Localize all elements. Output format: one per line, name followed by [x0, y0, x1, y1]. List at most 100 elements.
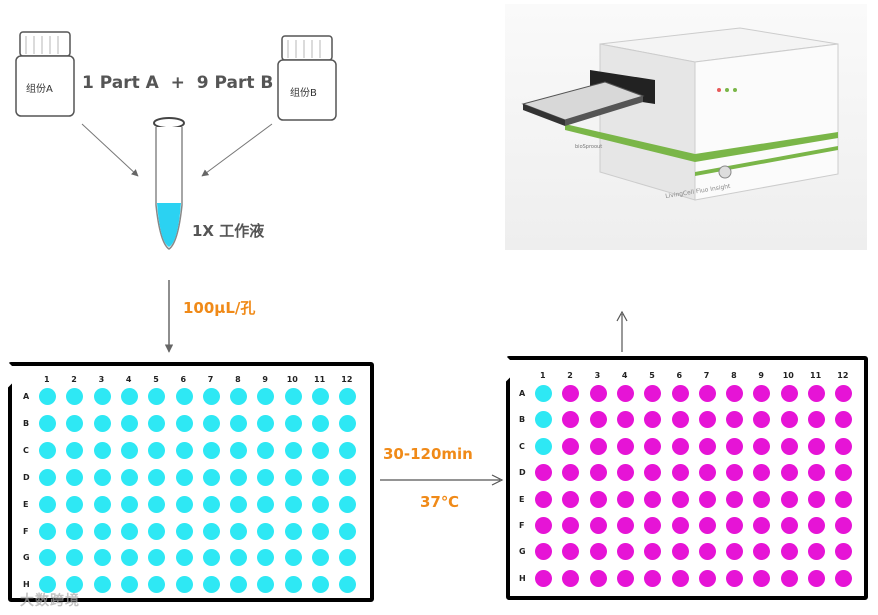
- plate-after-well-G5: [644, 543, 662, 561]
- plate-after-well-H11: [808, 569, 825, 587]
- plate-after-well-G8: [726, 543, 744, 561]
- plate-before-well-G4: [120, 549, 138, 567]
- plate-before-well-G8: [230, 549, 248, 567]
- plate-before-well-C1: [39, 441, 56, 459]
- plate-after-col-label: 7: [703, 371, 710, 380]
- plate-before-col-label: 7: [207, 375, 214, 384]
- plate-before-well-E6: [175, 495, 193, 513]
- plate-after-well-H7: [698, 569, 716, 587]
- plate-before-well-A1: [39, 388, 56, 405]
- component-a-bottle: [15, 31, 75, 117]
- plate-after-well-G2: [562, 543, 580, 561]
- plate-before-well-F2: [66, 522, 84, 540]
- plate-before-well-H3: [93, 576, 111, 594]
- plate-after-well-D3: [589, 464, 607, 482]
- plate-before-well-C3: [93, 441, 111, 459]
- plate-before-well-C10: [284, 441, 302, 459]
- plate-after-well-H1: [535, 569, 552, 587]
- plate-before-well-E2: [66, 495, 84, 513]
- plate-after-well-C4: [616, 437, 634, 455]
- plate-after-well-F1: [535, 517, 552, 534]
- plate-before-well-G11: [312, 549, 329, 567]
- plate-after-col-label: 11: [810, 371, 822, 380]
- plate-after-well-G11: [808, 543, 825, 561]
- plate-before-well-D11: [312, 468, 329, 486]
- plate-after-well-G10: [780, 543, 798, 561]
- plate-before-well-C9: [257, 441, 275, 459]
- plate-after-well-E11: [808, 490, 825, 508]
- plate-after-well-E5: [644, 490, 662, 508]
- plate-after-well-A7: [698, 385, 716, 402]
- plate-before-well-D5: [148, 468, 166, 486]
- plate-after-well-E10: [780, 490, 798, 508]
- plate-before-well-H8: [230, 576, 248, 594]
- plate-before-well-G2: [66, 549, 84, 567]
- plate-before-well-D12: [339, 468, 357, 486]
- plate-after-well-G4: [616, 543, 634, 561]
- plate-before-col-label: 8: [235, 375, 241, 384]
- plate-after-col-label: 6: [676, 371, 683, 380]
- plate-before-well-D1: [39, 468, 56, 486]
- plate-before-well-G9: [257, 549, 275, 567]
- plate-after-well-B12: [835, 411, 853, 429]
- plate-after-well-C5: [644, 437, 662, 455]
- plate-after-well-F7: [698, 517, 716, 534]
- plate-after-well-H6: [671, 569, 689, 587]
- plate-after-well-G7: [698, 543, 716, 561]
- plate-after-well-H5: [644, 569, 662, 587]
- plate-before-col-label: 6: [180, 375, 187, 384]
- plate-after-well-G3: [589, 543, 607, 561]
- plate-before-well-D3: [93, 468, 111, 486]
- plate-after-col-label: 1: [540, 371, 546, 380]
- plate-before-col-label: 1: [44, 375, 50, 384]
- plate-after-well-D6: [671, 464, 689, 482]
- plate-before-col-label: 3: [98, 375, 105, 384]
- plate-after-well-D10: [780, 464, 798, 482]
- plate-before-well-H10: [284, 576, 302, 594]
- plate-before-col-label: 5: [153, 375, 159, 384]
- plate-after-well-C2: [562, 437, 580, 455]
- plate-after-well-D7: [698, 464, 716, 482]
- plate-before-row-label: E: [23, 499, 29, 509]
- plate-after-well-A9: [753, 385, 771, 402]
- plate-before-well-G10: [284, 549, 302, 567]
- plate-after-well-F6: [671, 517, 689, 534]
- plate-after-col-label: 4: [621, 371, 628, 380]
- plate-after-well-A5: [644, 385, 662, 402]
- plate-before-well-B7: [202, 414, 220, 432]
- plate-before-well-C12: [339, 441, 357, 459]
- plate-before-well-C7: [202, 441, 220, 459]
- plate-before-well-H11: [312, 576, 329, 594]
- plate-after-well-A11: [808, 385, 825, 402]
- plate-before-well-E4: [120, 495, 138, 513]
- plate-after-row-label: B: [519, 415, 526, 425]
- plate-before-well-G12: [339, 549, 357, 567]
- plate-after-col-label: 2: [567, 371, 573, 380]
- tube-icon: [153, 117, 185, 250]
- plate-after-well-B2: [562, 411, 580, 429]
- plate-after-well-A2: [562, 385, 580, 402]
- plate-after-row-label: E: [519, 494, 525, 504]
- plate-before-well-B4: [120, 414, 138, 432]
- plate-after-well-C8: [726, 437, 744, 455]
- plate-before-well-E5: [148, 495, 166, 513]
- plate-after-well-C6: [671, 437, 689, 455]
- plate-after-well-E2: [562, 490, 580, 508]
- plate-before-row-label: H: [23, 580, 30, 590]
- plate-after-well-E9: [753, 490, 771, 508]
- plate-after-well-G1: [535, 543, 552, 561]
- plate-before-well-G5: [148, 549, 166, 567]
- plate-before-well-A12: [339, 388, 357, 405]
- plate-after-well-B8: [726, 411, 744, 429]
- plate-after-well-B7: [698, 411, 716, 429]
- mix-ratio-text: 1 Part A + 9 Part B: [82, 73, 274, 93]
- plate-before-row-label: G: [23, 553, 30, 563]
- plate-before-well-B11: [312, 414, 329, 432]
- plate-after-well-F11: [808, 517, 825, 534]
- plate-before-well-A6: [175, 388, 193, 405]
- plate-before-well-F7: [202, 522, 220, 540]
- plate-after-col-label: 10: [782, 371, 794, 380]
- plate-before-well-H9: [257, 576, 275, 594]
